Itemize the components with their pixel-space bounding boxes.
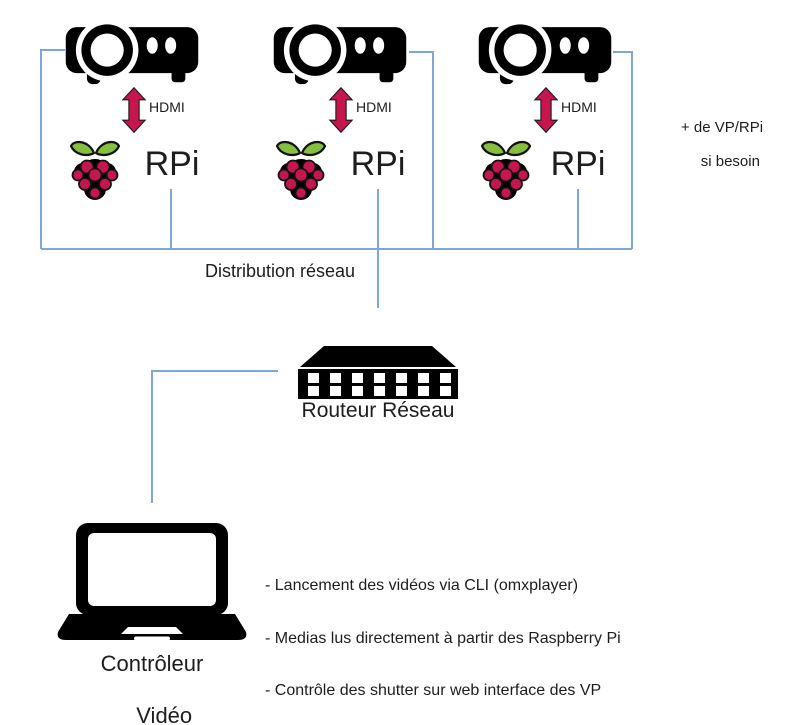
laptop-router-line: [151, 370, 278, 503]
note-item: - Lancement des vidéos via CLI (omxplaye…: [265, 577, 579, 594]
projector1-network-line: [40, 49, 65, 249]
raspberry-pi-icon: [69, 140, 121, 200]
projector-icon: [65, 18, 199, 85]
projector-icon: [478, 18, 612, 85]
hdmi-label: HDMI: [561, 99, 597, 115]
projector2-network-line: [409, 51, 434, 249]
controller-label: Contrôleur Vidéo: [82, 651, 222, 725]
side-note: + de VP/RPi si besoin: [652, 119, 792, 170]
hdmi-arrow-icon: [533, 86, 559, 134]
router-label: Routeur Réseau: [301, 399, 455, 422]
projector-icon: [273, 18, 407, 85]
notes-list: - Lancement des vidéos via CLI (omxplaye…: [265, 542, 725, 725]
note-item: - Medias lus directement à partir des Ra…: [265, 629, 621, 647]
hdmi-label: HDMI: [356, 99, 392, 115]
network-switch-icon: [298, 346, 458, 399]
hdmi-arrow-icon: [121, 86, 147, 134]
side-note-line2: si besoin: [700, 153, 760, 170]
laptop-icon: [57, 523, 247, 641]
bus-label: Distribution réseau: [204, 261, 356, 281]
hdmi-label: HDMI: [149, 99, 185, 115]
raspberry-pi-icon: [480, 140, 532, 200]
hdmi-arrow-icon: [328, 86, 354, 134]
raspberry-pi-icon: [275, 140, 327, 200]
controller-label-line1: Contrôleur: [100, 651, 204, 676]
controller-label-line2: Vidéo: [136, 703, 193, 725]
rpi-label: RPi: [144, 145, 200, 183]
projector3-network-line: [613, 51, 633, 249]
side-note-line1: + de VP/RPi: [680, 119, 764, 136]
note-item: - Contrôle des shutter sur web interface…: [265, 682, 602, 699]
rpi-label: RPi: [350, 145, 406, 183]
rpi-label: RPi: [550, 145, 606, 183]
